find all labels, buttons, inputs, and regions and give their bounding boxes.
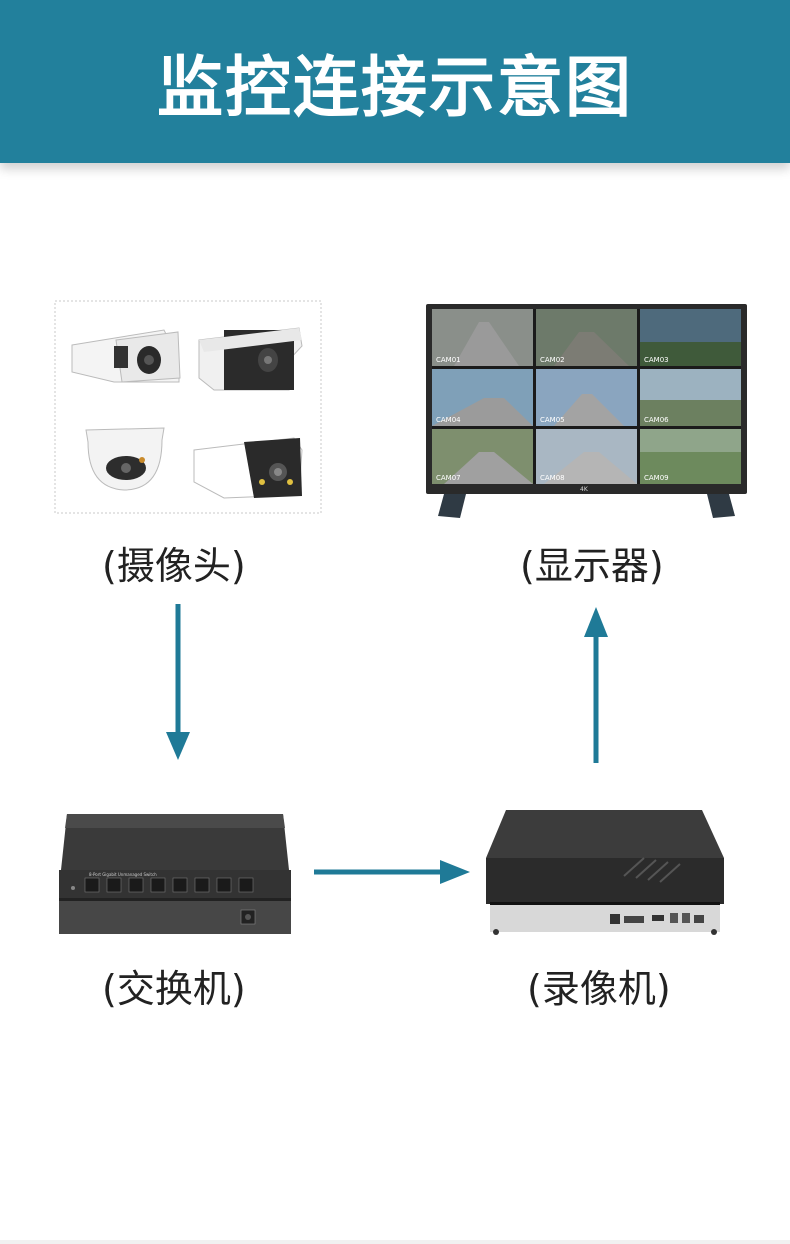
cam-label: CAM09 [644, 474, 669, 482]
cam-label: CAM03 [644, 356, 669, 364]
monitor-label: (显示器) [520, 544, 664, 588]
header-banner: 监控连接示意图 [0, 0, 790, 163]
nvr-label: (录像机) [527, 967, 671, 1011]
page-title: 监控连接示意图 [157, 48, 633, 126]
monitor-brand: 4K [580, 486, 589, 493]
camera-label: (摄像头) [102, 544, 246, 588]
camera-group-icon [54, 300, 322, 514]
bullet-camera-icon [193, 437, 303, 499]
cam-label: CAM04 [436, 416, 461, 424]
arrow-up-icon [584, 607, 608, 763]
cam-label: CAM06 [644, 416, 669, 424]
network-switch-icon: 8-Port Gigabit Unmanaged Switch [59, 814, 291, 934]
cam-label: CAM05 [540, 416, 565, 424]
cam-label: CAM02 [540, 356, 565, 364]
svg-text:8-Port Gigabit Unmanaged Switc: 8-Port Gigabit Unmanaged Switch [89, 872, 157, 877]
nvr-recorder [484, 806, 726, 940]
arrow-down-icon [166, 604, 190, 760]
arrow-right-icon [314, 860, 470, 884]
nvr-recorder-icon [486, 810, 724, 935]
cam-label: CAM08 [540, 474, 565, 482]
switch-label: (交换机) [102, 967, 246, 1011]
monitor-icon: CAM01 CAM02 CAM03 CAM04 CAM05 CAM06 CAM0… [426, 304, 747, 518]
camera-group [54, 300, 322, 514]
cam-label: CAM07 [436, 474, 461, 482]
network-switch: 8-Port Gigabit Unmanaged Switch [55, 810, 295, 940]
cam-label: CAM01 [436, 356, 461, 364]
footer-divider [0, 1240, 790, 1244]
dome-camera-icon [85, 427, 165, 491]
bullet-camera-icon [71, 329, 181, 383]
monitor: CAM01 CAM02 CAM03 CAM04 CAM05 CAM06 CAM0… [424, 302, 749, 520]
bullet-camera-icon [198, 327, 303, 391]
